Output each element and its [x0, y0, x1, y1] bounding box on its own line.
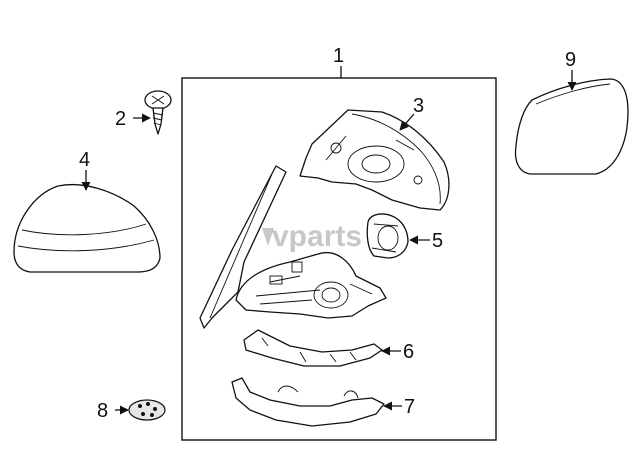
leader-3: [399, 113, 415, 131]
assembly-frame: [181, 77, 497, 441]
part-9-mirror-glass: [514, 78, 629, 175]
part-2-screw: [144, 90, 172, 135]
callout-3: 3: [413, 95, 424, 117]
part-7-trim-strip: [231, 377, 385, 427]
callout-9: 9: [565, 49, 576, 71]
callout-2: 2: [115, 108, 126, 130]
callout-4: 4: [79, 149, 90, 171]
callout-1: 1: [333, 45, 344, 67]
part-6-turn-signal-lamp: [243, 329, 383, 367]
callout-8: 8: [97, 400, 108, 422]
part-4-mirror-cover: [13, 183, 161, 273]
watermark-logo: vparts: [262, 220, 362, 253]
callout-7: 7: [404, 396, 415, 418]
watermark-text: vparts: [272, 220, 362, 253]
part-1-mirror-base: [199, 165, 387, 329]
callout-6: 6: [403, 341, 414, 363]
part-8-grommet: [128, 399, 166, 421]
callout-5: 5: [432, 230, 443, 252]
part-3-actuator-bracket: [299, 109, 450, 211]
part-5-motor: [366, 213, 409, 259]
